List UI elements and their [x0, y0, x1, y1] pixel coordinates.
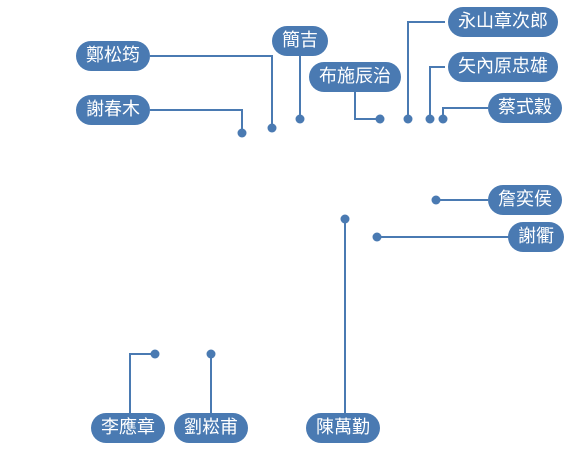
connector-cai	[442, 107, 488, 119]
label-cai: 蔡式穀	[488, 93, 562, 123]
label-liu: 劉崧甫	[174, 413, 248, 443]
label-xie-q: 謝衢	[508, 222, 564, 252]
label-zhan: 詹奕侯	[488, 185, 562, 215]
node-dot	[372, 232, 382, 242]
node-dot	[150, 349, 160, 359]
node-dot	[267, 123, 277, 133]
connector-zheng	[150, 55, 273, 128]
label-jian: 簡吉	[272, 26, 328, 56]
node-dot	[403, 114, 413, 124]
label-li: 李應章	[91, 413, 165, 443]
label-yanaihara: 矢內原忠雄	[448, 52, 558, 82]
node-dot	[425, 114, 435, 124]
connector-xie-cm	[150, 109, 243, 133]
connector-fushi	[354, 92, 380, 120]
node-dot	[295, 114, 305, 124]
label-nagayama: 永山章次郎	[448, 7, 558, 37]
node-dot	[438, 114, 448, 124]
node-dot	[340, 214, 350, 224]
connector-yanaihara	[429, 66, 445, 119]
node-dot	[375, 114, 385, 124]
label-fushi: 布施辰治	[309, 62, 401, 92]
node-dot	[431, 195, 441, 205]
connector-li	[129, 353, 155, 413]
node-dot	[237, 128, 247, 138]
node-dot	[206, 349, 216, 359]
label-zheng: 鄭松筠	[76, 41, 150, 71]
label-xie-cm: 謝春木	[76, 95, 150, 125]
label-chen: 陳萬勤	[306, 413, 380, 443]
connector-nagayama	[407, 21, 445, 119]
